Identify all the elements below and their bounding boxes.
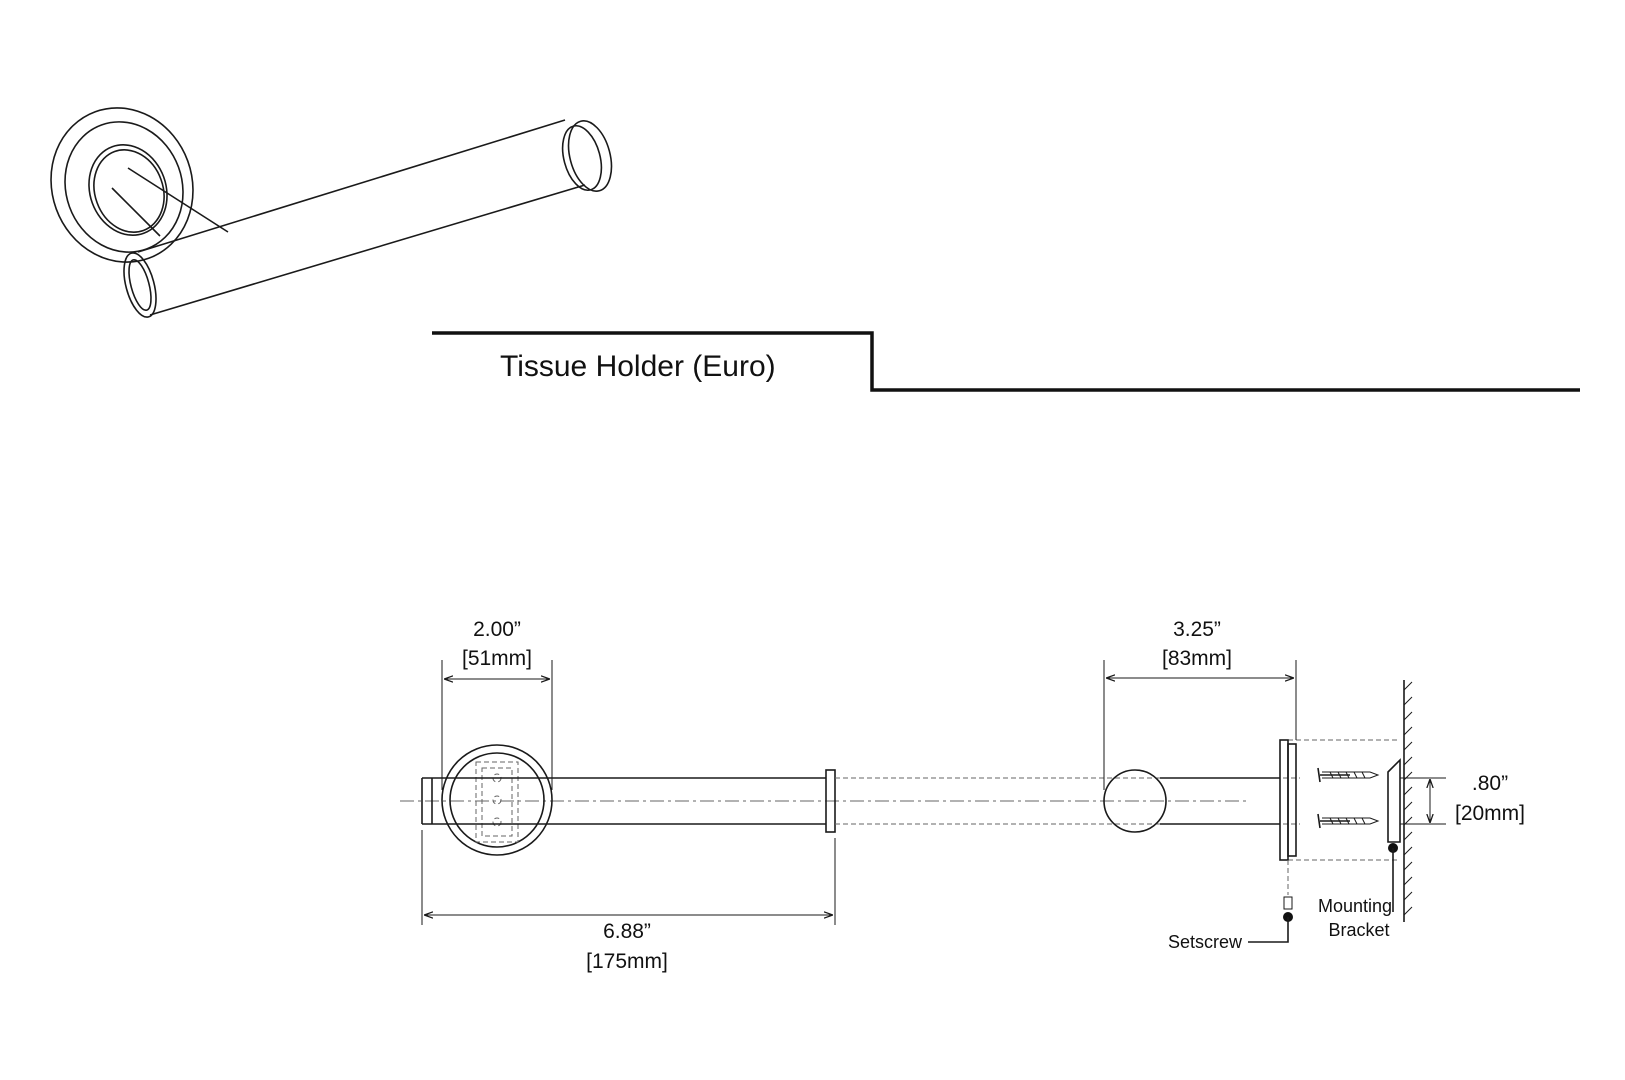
dim-projection-metric: [83mm] bbox=[1162, 647, 1232, 670]
dim-length-metric: [175mm] bbox=[586, 950, 668, 973]
isometric-product-view bbox=[50, 107, 613, 318]
setscrew-label: Setscrew bbox=[1168, 932, 1243, 952]
dimension-rosette-diameter: 2.00” [51mm] bbox=[441, 618, 553, 790]
dimension-projection: 3.25” [83mm] bbox=[1103, 618, 1297, 790]
dim-bar-imperial: .80” bbox=[1472, 772, 1508, 795]
dim-length-imperial: 6.88” bbox=[603, 920, 651, 943]
dim-rosette-imperial: 2.00” bbox=[473, 618, 521, 641]
mounting-bracket-label-line1: Mounting bbox=[1318, 896, 1392, 916]
dim-rosette-metric: [51mm] bbox=[462, 647, 532, 670]
title-block: Tissue Holder (Euro) bbox=[432, 331, 1580, 392]
dim-projection-imperial: 3.25” bbox=[1173, 618, 1221, 641]
dimension-overall-length: 6.88” [175mm] bbox=[421, 830, 836, 973]
mounting-bracket-label-line2: Bracket bbox=[1328, 920, 1389, 940]
dimension-bar-diameter: .80” [20mm] bbox=[1400, 772, 1525, 825]
drawing-title: Tissue Holder (Euro) bbox=[500, 350, 776, 383]
side-view: Setscrew Mounting Bracket bbox=[1103, 680, 1413, 952]
screw-top bbox=[1317, 767, 1380, 783]
screw-bottom bbox=[1317, 813, 1380, 829]
dim-bar-metric: [20mm] bbox=[1455, 802, 1525, 825]
front-view bbox=[400, 739, 1400, 861]
wall-hatch bbox=[1403, 681, 1413, 916]
